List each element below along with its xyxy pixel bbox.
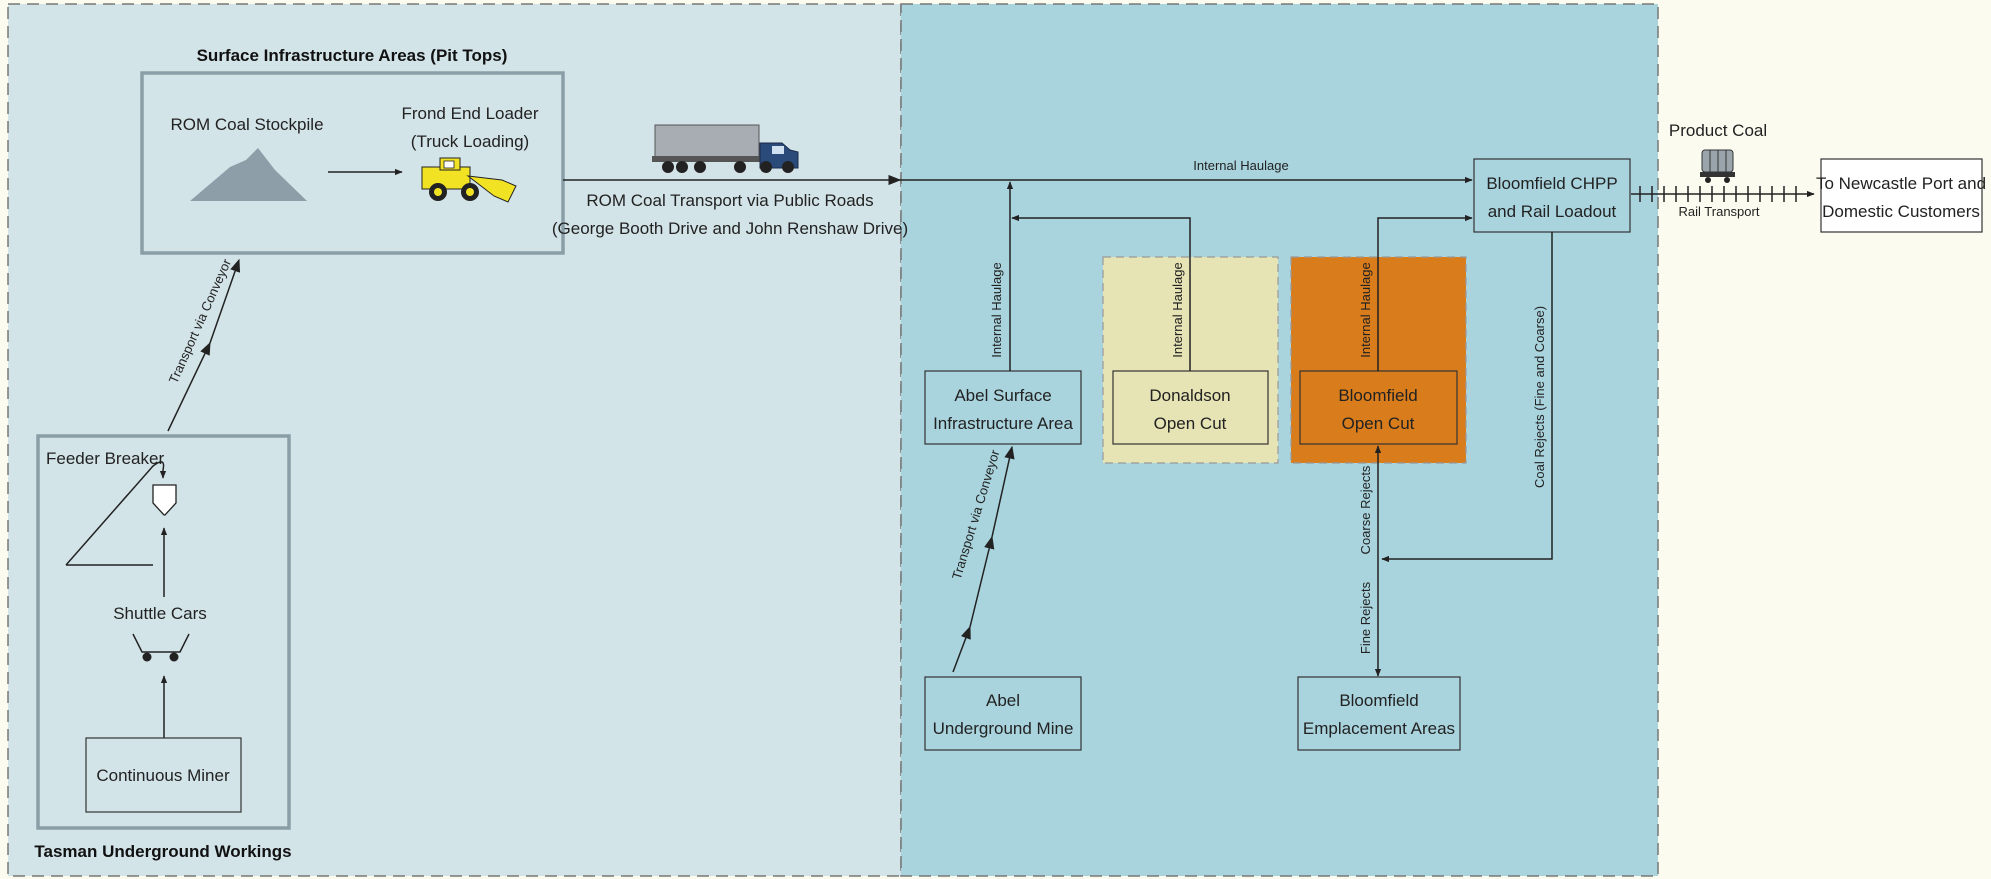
bloomfield-region <box>900 3 1659 877</box>
coal-rejects-arrow <box>1381 232 1553 563</box>
abel-underground-label-2: Underground Mine <box>933 719 1074 738</box>
newcastle-node <box>1820 158 1983 233</box>
abel-conveyor-arrow <box>952 445 1015 673</box>
tasman-conveyor-arrow <box>167 258 241 432</box>
emplacement-node <box>1297 676 1461 751</box>
abel-surface-node <box>924 370 1082 445</box>
bloomfield-oc-label-2: Open Cut <box>1342 414 1415 433</box>
coal-stockpile-icon <box>190 148 307 201</box>
tasman-label: Tasman Underground Workings <box>34 842 291 861</box>
rail-wagon-icon <box>1700 149 1735 183</box>
shuttle-car-icon <box>132 633 190 662</box>
feeder-breaker-icon <box>65 461 177 566</box>
newcastle-label-1: To Newcastle Port and <box>1816 174 1986 193</box>
continuous-miner-label: Continuous Miner <box>96 766 230 785</box>
tasman-box <box>36 434 291 830</box>
feeder-breaker-label: Feeder Breaker <box>46 449 164 468</box>
donaldson-label-2: Open Cut <box>1154 414 1227 433</box>
donaldson-haulage-arrow <box>1011 214 1191 371</box>
abel-haulage-label: Internal Haulage <box>989 262 1004 357</box>
loader-label-1: Frond End Loader <box>401 104 538 123</box>
bloomfield-oc-label-1: Bloomfield <box>1338 386 1417 405</box>
donaldson-label-1: Donaldson <box>1149 386 1230 405</box>
loader-label-2: (Truck Loading) <box>411 132 529 151</box>
shuttle-cars-label: Shuttle Cars <box>113 604 207 623</box>
abel-underground-node <box>924 676 1082 751</box>
pit-tops-label: Surface Infrastructure Areas (Pit Tops) <box>197 46 508 65</box>
pit-tops-box <box>140 71 565 255</box>
bloomfield-haulage-label: Internal Haulage <box>1358 262 1373 357</box>
newcastle-label-2: Domestic Customers <box>1822 202 1980 221</box>
internal-haulage-main-label: Internal Haulage <box>1193 158 1288 173</box>
donaldson-haulage-label: Internal Haulage <box>1170 262 1185 357</box>
abel-underground-label-1: Abel <box>986 691 1020 710</box>
emplacement-label-2: Emplacement Areas <box>1303 719 1455 738</box>
emplacement-label-1: Bloomfield <box>1339 691 1418 710</box>
product-coal-label: Product Coal <box>1669 121 1767 140</box>
fine-rejects-label: Fine Rejects <box>1358 581 1373 654</box>
bloomfield-haulage-arrow <box>1377 214 1473 371</box>
rail-transport-label: Rail Transport <box>1679 204 1760 219</box>
rail-ties <box>1639 186 1797 202</box>
coal-rejects-label: Coal Rejects (Fine and Coarse) <box>1532 306 1547 488</box>
rom-transport-label-2: (George Booth Drive and John Renshaw Dri… <box>552 219 908 238</box>
chpp-label-1: Bloomfield CHPP <box>1486 174 1617 193</box>
continuous-miner-node <box>85 737 242 813</box>
rom-transport-label-1: ROM Coal Transport via Public Roads <box>586 191 873 210</box>
coarse-rejects-label: Coarse Rejects <box>1358 465 1373 554</box>
front-end-loader-icon <box>421 157 517 203</box>
abel-surface-label-2: Infrastructure Area <box>933 414 1073 433</box>
chpp-label-2: and Rail Loadout <box>1488 202 1617 221</box>
abel-surface-label-1: Abel Surface <box>954 386 1051 405</box>
rom-stockpile-label: ROM Coal Stockpile <box>170 115 323 134</box>
truck-icon <box>652 124 799 173</box>
